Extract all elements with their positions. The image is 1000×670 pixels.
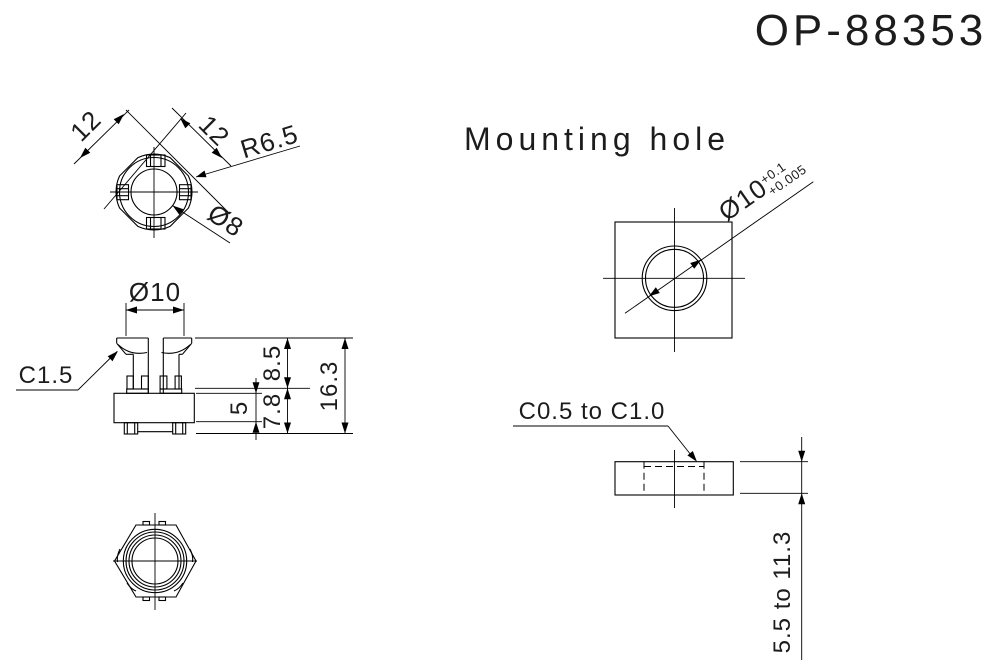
panel-section-view [513, 425, 808, 660]
top-view-dimensions [73, 107, 301, 244]
dim-c1-5: C1.5 [19, 362, 74, 389]
dim-dia8: Ø8 [202, 198, 249, 243]
dim-dia10-head: Ø10 [129, 277, 181, 307]
dim-r6-5: R6.5 [237, 118, 302, 164]
front-view-part [113, 337, 195, 435]
dim-8-5: 8.5 [259, 345, 286, 381]
dim-12-right: 12 [193, 109, 236, 152]
dim-7-8: 7.8 [259, 393, 286, 429]
dim-5: 5 [226, 401, 253, 415]
top-view-part [110, 147, 198, 238]
section-title: Mounting hole [464, 121, 730, 157]
dim-chamfer-range: C0.5 to C1.0 [519, 398, 666, 425]
dim-16-3: 16.3 [316, 361, 343, 412]
mounting-hole-view [603, 181, 814, 352]
dim-12-left: 12 [64, 104, 107, 147]
dim-thickness-range: 5.5 to 11.3 [769, 531, 796, 654]
bottom-view-part [113, 513, 197, 610]
front-view-dimensions [16, 303, 353, 440]
mounting-hole-dim-label: Ø10 +0.1 +0.005 [713, 159, 809, 227]
drawing-number: OP-88353 [755, 6, 988, 55]
